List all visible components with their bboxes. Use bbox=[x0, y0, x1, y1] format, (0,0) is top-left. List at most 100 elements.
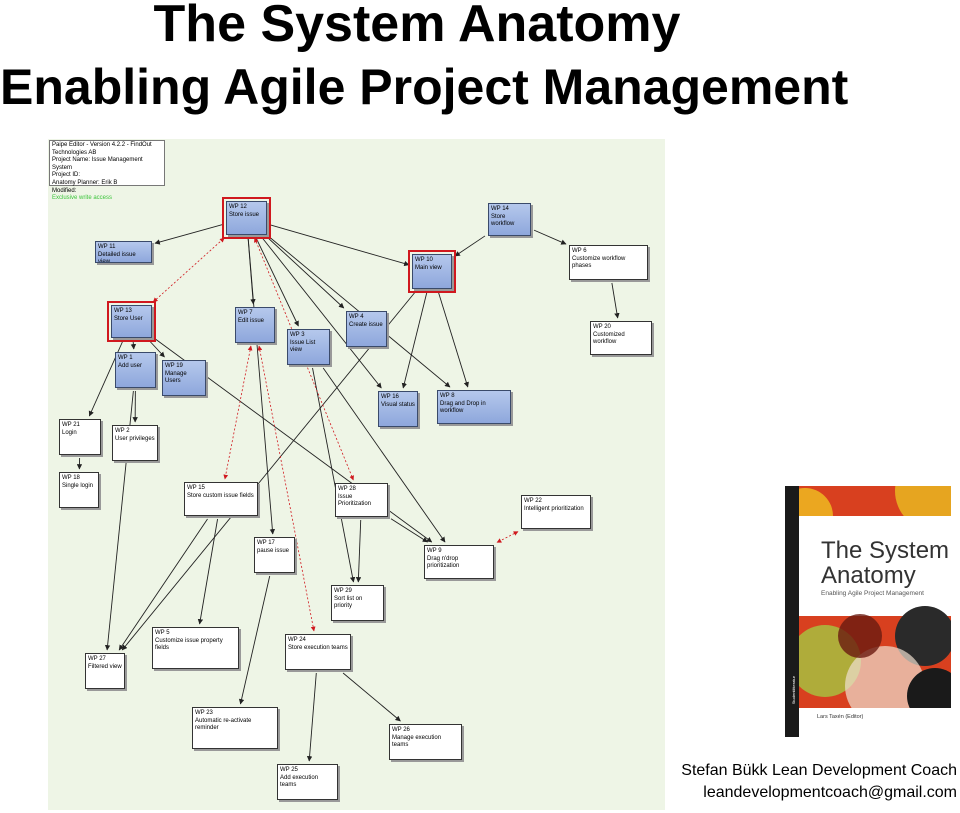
work-package-label: WP 4 bbox=[349, 314, 364, 320]
work-package-text: Customize workflow phases bbox=[572, 255, 626, 270]
work-package-label: WP 27 bbox=[88, 656, 106, 662]
red-link-wp7-wp15 bbox=[223, 345, 253, 480]
work-package-text: Filtered view bbox=[88, 663, 122, 670]
work-package-label: WP 22 bbox=[524, 498, 542, 504]
work-package-label: WP 13 bbox=[114, 308, 132, 314]
editor-version: Paipe Editor - Version 4.2.2 - FindOut T… bbox=[52, 142, 152, 156]
work-package-label: WP 20 bbox=[593, 324, 611, 330]
red-link-wp12-wp28 bbox=[254, 237, 354, 481]
work-package-label: WP 21 bbox=[62, 422, 80, 428]
anatomy-diagram: Paipe Editor - Version 4.2.2 - FindOut T… bbox=[48, 139, 665, 810]
dependency-edge-wp13-wp1 bbox=[130, 340, 137, 350]
red-link-wp7-wp24 bbox=[257, 345, 316, 632]
work-package-text: Sort list on priority bbox=[334, 595, 363, 610]
work-package-text: Store execution teams bbox=[288, 644, 348, 651]
dependency-edge-wp3-wp29 bbox=[312, 367, 356, 583]
work-package-text: Edit issue bbox=[238, 317, 265, 324]
dependency-edge-wp14-wp10 bbox=[454, 235, 486, 257]
work-package-label: WP 9 bbox=[427, 548, 442, 554]
work-package-label: WP 11 bbox=[98, 244, 116, 250]
dependency-edge-wp12-wp4 bbox=[267, 237, 345, 309]
book-publisher: Studentlitteratur bbox=[791, 676, 796, 705]
project-id: Project ID: bbox=[52, 172, 81, 179]
book-editor: Lars Taxén (Editor) bbox=[817, 714, 864, 720]
work-package-text: User privileges bbox=[115, 435, 155, 442]
work-package-text: Intelligent prioritization bbox=[524, 505, 584, 512]
dependency-edge-wp28-wp29 bbox=[355, 519, 362, 583]
dependency-edge-wp15-wp27 bbox=[118, 518, 208, 651]
work-package-text: pause issue bbox=[257, 547, 290, 554]
work-package-label: WP 28 bbox=[338, 486, 356, 492]
work-package-text: Manage Users bbox=[165, 370, 187, 385]
anatomy-planner: Anatomy Planner: Erik B bbox=[52, 179, 118, 186]
dependency-edge-wp6-wp20 bbox=[611, 282, 620, 319]
work-package-text: Customize issue property fields bbox=[155, 637, 223, 652]
book-cover: The System Anatomy Enabling Agile Projec… bbox=[785, 486, 951, 737]
work-package-label: WP 6 bbox=[572, 248, 587, 254]
work-package-label: WP 2 bbox=[115, 428, 130, 434]
work-package-text: Issue List view bbox=[290, 339, 316, 354]
book-title: The System Anatomy bbox=[821, 537, 950, 589]
author-line: Stefan Bükk Lean Development Coach bbox=[681, 762, 957, 779]
work-package-text: Drag and Drop in workflow bbox=[440, 400, 486, 415]
work-package-text: Add user bbox=[118, 362, 143, 369]
access-status: Exclusive write access bbox=[52, 195, 113, 202]
work-package-text: Single login bbox=[62, 482, 94, 489]
work-package-text: Main view bbox=[415, 264, 442, 271]
dependency-edge-wp14-wp6 bbox=[533, 229, 567, 245]
author-email: leandevelopmentcoach@gmail.com bbox=[703, 784, 957, 801]
page-subtitle: Enabling Agile Project Management bbox=[0, 59, 849, 115]
dependency-edge-wp28-wp9 bbox=[390, 518, 429, 543]
work-package-label: WP 26 bbox=[392, 727, 410, 733]
work-package-label: WP 18 bbox=[62, 475, 80, 481]
work-package-label: WP 12 bbox=[229, 204, 247, 210]
work-package-text: Store issue bbox=[229, 211, 260, 218]
work-package-text: Login bbox=[62, 429, 77, 436]
dependency-edge-wp17-wp23 bbox=[238, 575, 271, 705]
work-package-label: WP 19 bbox=[165, 363, 183, 369]
work-package-text: Visual status bbox=[381, 401, 415, 408]
work-package-label: WP 8 bbox=[440, 393, 455, 399]
work-package-text: Store User bbox=[114, 315, 143, 322]
work-package-text: Store workflow bbox=[491, 213, 515, 228]
work-package-label: WP 25 bbox=[280, 767, 298, 773]
work-package-text: Customized workflow bbox=[593, 331, 625, 346]
work-package-label: WP 1 bbox=[118, 355, 133, 361]
work-package-text: Issue Prioritization bbox=[338, 493, 372, 508]
work-package-label: WP 3 bbox=[290, 332, 305, 338]
dependency-edge-wp24-wp26 bbox=[342, 672, 401, 722]
work-package-text: Store custom issue fields bbox=[187, 492, 254, 499]
work-package-label: WP 29 bbox=[334, 588, 352, 594]
book-subtitle: Enabling Agile Project Management bbox=[821, 590, 924, 597]
work-package-label: WP 10 bbox=[415, 257, 433, 263]
